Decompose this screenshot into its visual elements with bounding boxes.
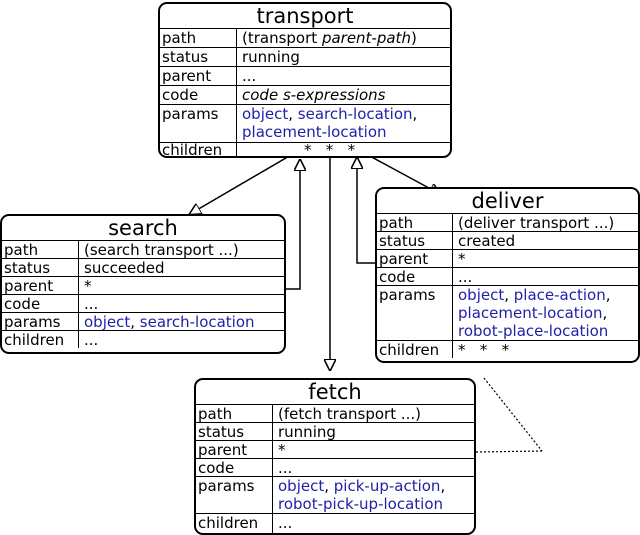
row-children: children * * *: [160, 143, 450, 158]
row-parent: parent *: [377, 250, 638, 268]
key-label: path: [160, 29, 237, 47]
row-code: code ...: [196, 459, 474, 477]
zoom-line-upper: [483, 377, 543, 452]
value: ...: [242, 67, 257, 85]
value: (search transport ...): [84, 241, 239, 258]
value: running: [242, 48, 300, 66]
key-label: params: [196, 477, 273, 513]
row-status: status created: [377, 232, 638, 250]
row-children: children * * *: [377, 341, 638, 359]
row-code: code ...: [377, 268, 638, 286]
value: object, pick-up-action, robot-pick-up-lo…: [278, 477, 446, 513]
key-label: status: [196, 423, 273, 441]
edge-deliver-parent: [357, 158, 376, 264]
key-label: parent: [160, 67, 237, 85]
value: succeeded: [84, 259, 165, 276]
value: object, place-action, placement-location…: [458, 286, 611, 340]
value: ...: [84, 331, 99, 348]
node-deliver: deliver path (deliver transport ...) sta…: [375, 187, 640, 363]
key-label: path: [2, 241, 79, 259]
key-label: path: [377, 214, 453, 232]
row-path: path (deliver transport ...): [377, 214, 638, 232]
value: ...: [278, 514, 293, 532]
row-children: children ...: [196, 514, 474, 533]
key-label: parent: [2, 277, 79, 295]
row-params: params object, search-location, placemen…: [160, 105, 450, 143]
value: * * *: [304, 143, 356, 158]
value: *: [278, 441, 286, 458]
row-status: status running: [160, 48, 450, 67]
row-code: code code s-expressions: [160, 86, 450, 105]
row-path: path (search transport ...): [2, 241, 284, 259]
key-label: path: [196, 405, 273, 423]
key-label: params: [2, 313, 79, 331]
key-label: status: [160, 48, 237, 66]
row-parent: parent *: [196, 441, 474, 459]
key-label: children: [160, 143, 237, 156]
row-parent: parent ...: [160, 67, 450, 86]
value: created: [458, 232, 516, 249]
node-transport: transport path (transport parent-path) s…: [158, 2, 452, 158]
row-params: params object, search-location: [2, 313, 284, 331]
key-label: status: [2, 259, 79, 277]
row-path: path (fetch transport ...): [196, 405, 474, 423]
row-status: status running: [196, 423, 474, 441]
value: (deliver transport ...): [458, 214, 615, 231]
node-title: deliver: [377, 189, 638, 214]
row-children: children ...: [2, 331, 284, 349]
key-label: code: [377, 268, 453, 286]
node-title: fetch: [196, 380, 474, 405]
value: code s-expressions: [242, 86, 386, 104]
row-path: path (transport parent-path): [160, 29, 450, 48]
edge-search-parent: [285, 160, 300, 290]
value: *: [458, 250, 466, 267]
value: (fetch transport ...): [278, 405, 421, 422]
node-fetch: fetch path (fetch transport ...) status …: [194, 378, 476, 535]
value: running: [278, 423, 336, 440]
row-code: code ...: [2, 295, 284, 313]
node-search: search path (search transport ...) statu…: [0, 214, 286, 354]
key-label: params: [160, 105, 237, 142]
row-parent: parent *: [2, 277, 284, 295]
key-label: parent: [377, 250, 453, 268]
value: ...: [458, 268, 473, 285]
key-label: code: [2, 295, 79, 313]
value: object, search-location: [84, 313, 255, 330]
value: ...: [84, 295, 99, 312]
key-label: params: [377, 286, 453, 340]
row-params: params object, pick-up-action, robot-pic…: [196, 477, 474, 514]
value: ...: [278, 459, 293, 476]
key-label: code: [160, 86, 237, 104]
node-title: transport: [160, 4, 450, 29]
zoom-line-lower: [475, 450, 543, 453]
row-status: status succeeded: [2, 259, 284, 277]
value: (transport parent-path): [242, 29, 417, 47]
key-label: children: [2, 331, 79, 349]
node-title: search: [2, 216, 284, 241]
key-label: parent: [196, 441, 273, 459]
row-params: params object, place-action, placement-l…: [377, 286, 638, 341]
key-label: children: [196, 514, 273, 533]
value: *: [84, 277, 92, 294]
key-label: status: [377, 232, 453, 250]
key-label: children: [377, 341, 453, 359]
value: object, search-location, placement-locat…: [242, 105, 418, 141]
value: * * *: [458, 341, 510, 358]
key-label: code: [196, 459, 273, 477]
